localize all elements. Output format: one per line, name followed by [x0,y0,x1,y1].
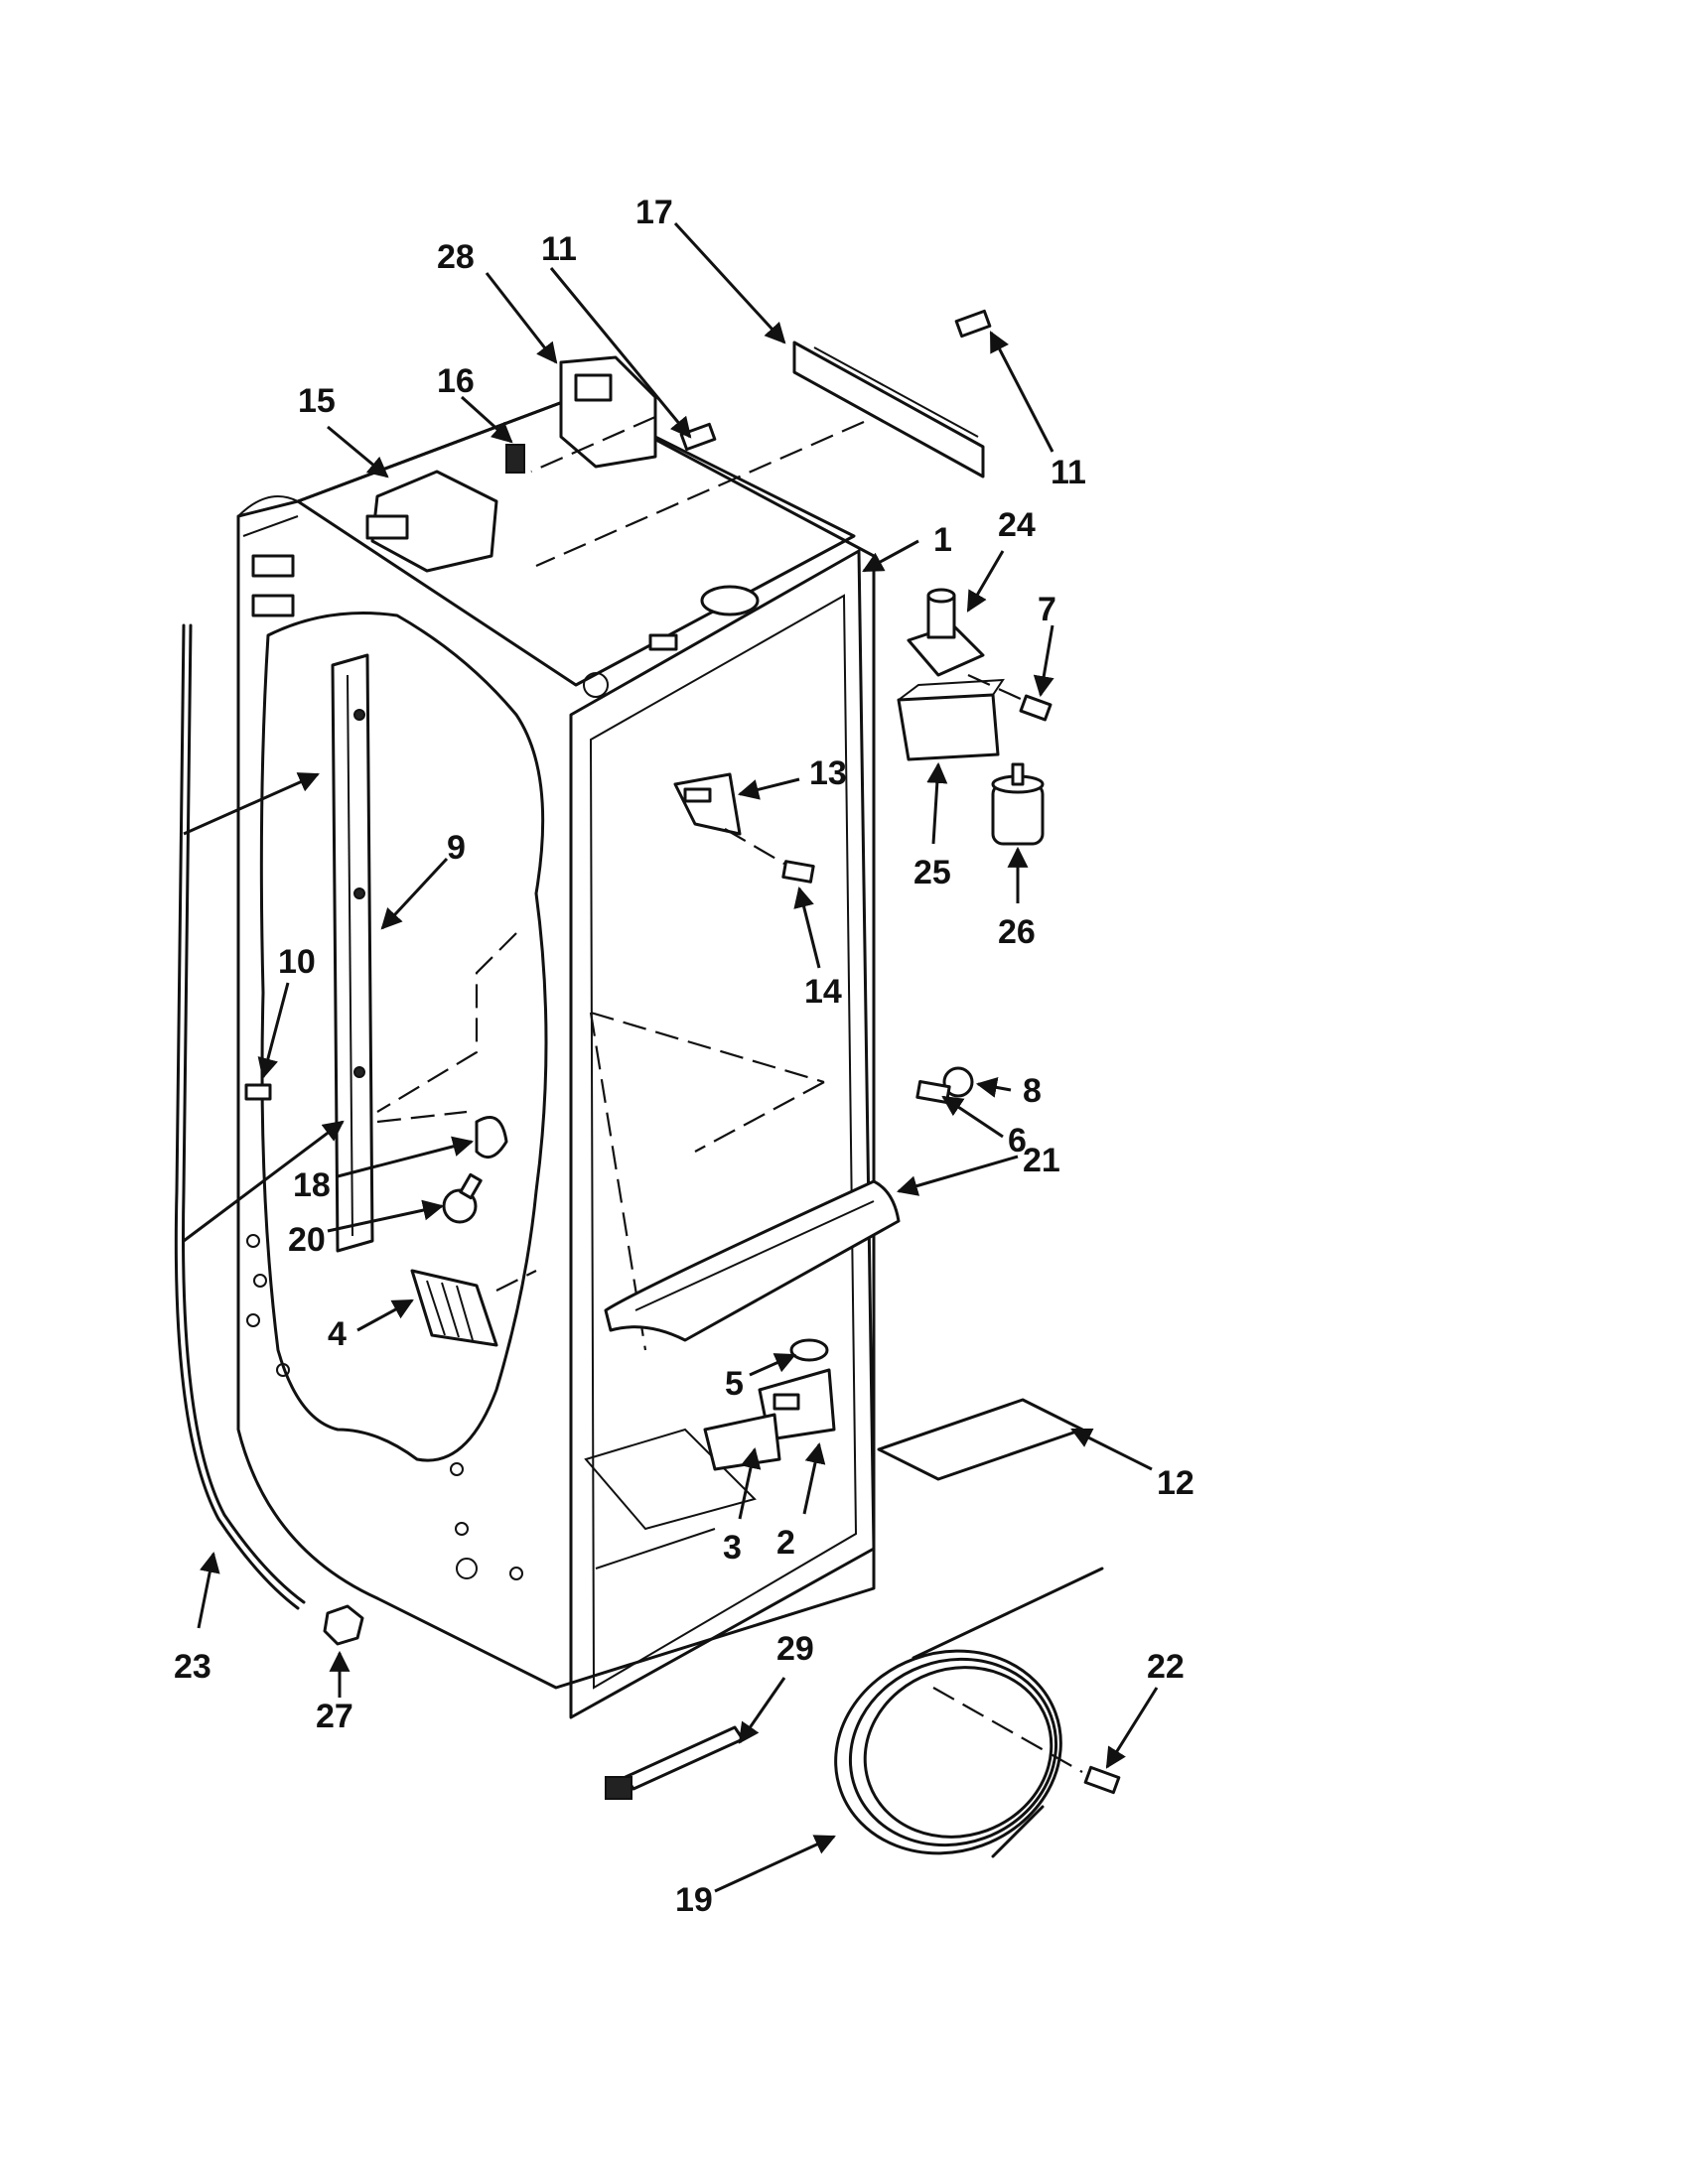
leader-arrows [183,221,1159,1893]
part-19-water-line-coil [834,1567,1104,1858]
part-5-grommet [789,1338,829,1362]
callout-3: 3 [723,1529,742,1567]
part-18-light-socket [475,1116,508,1160]
callout-27: 27 [316,1698,353,1735]
part-26-cylinder [991,762,1045,846]
callout-15: 15 [298,382,336,420]
part-4-vent-grille [410,1269,498,1347]
cabinet-liner [236,395,876,1719]
callout-7: 7 [1038,591,1056,628]
part-2-bracket [758,1368,836,1441]
callout-23: 23 [174,1648,211,1686]
callout-4: 4 [328,1315,347,1353]
callout-25: 25 [913,854,951,891]
screw-11b-icon [679,422,717,452]
part-16-clip [505,444,525,474]
callout-2: 2 [776,1524,795,1562]
part-21-cover [604,1179,901,1342]
callout-17: 17 [635,194,673,231]
callout-21: 21 [1023,1142,1060,1179]
screw-7-icon [1019,694,1052,722]
part-9-shelf-rail [331,653,374,1253]
part-12-shelf [877,1398,1084,1481]
screw-10-icon [244,1083,272,1101]
callout-14: 14 [804,973,842,1011]
part-27-nut-icon [323,1604,364,1646]
screw-22-icon [1083,1765,1121,1795]
callout-24: 24 [998,506,1036,544]
callout-18: 18 [293,1166,331,1204]
callout-13: 13 [809,754,847,792]
callout-1: 1 [933,521,952,559]
callout-11b: 11 [1051,454,1086,491]
callout-26: 26 [998,913,1036,951]
callout-6: 6 [1008,1122,1027,1160]
part-24-control [907,588,985,677]
callout-29: 29 [776,1630,814,1668]
callout-labels: 1 2 3 4 5 6 7 8 9 10 11 11 12 13 14 15 1… [174,194,1194,1919]
callout-8: 8 [1023,1072,1042,1110]
callout-11a: 11 [541,230,577,268]
part-25-housing [897,678,1005,761]
part-3-bracket [703,1413,781,1471]
callout-22: 22 [1147,1648,1185,1686]
callout-12: 12 [1157,1464,1194,1502]
part-23-tubing [174,623,306,1610]
callout-20: 20 [288,1221,326,1259]
part-13-bracket [673,772,742,836]
part-17-top-rail [792,341,985,478]
screw-6-icon [915,1080,951,1104]
part-28-bracket [559,355,657,469]
callout-16: 16 [437,362,475,400]
part-29-cable-tie [605,1725,745,1800]
screw-14-icon [781,860,815,884]
callout-9: 9 [447,829,466,867]
callout-10: 10 [278,943,316,981]
screw-11a-icon [954,309,992,339]
callout-5: 5 [725,1365,744,1403]
callout-28: 28 [437,238,475,276]
part-15-damper-control [365,470,498,573]
part-20-light-bulb-icon [442,1172,483,1224]
callout-19: 19 [675,1881,713,1919]
